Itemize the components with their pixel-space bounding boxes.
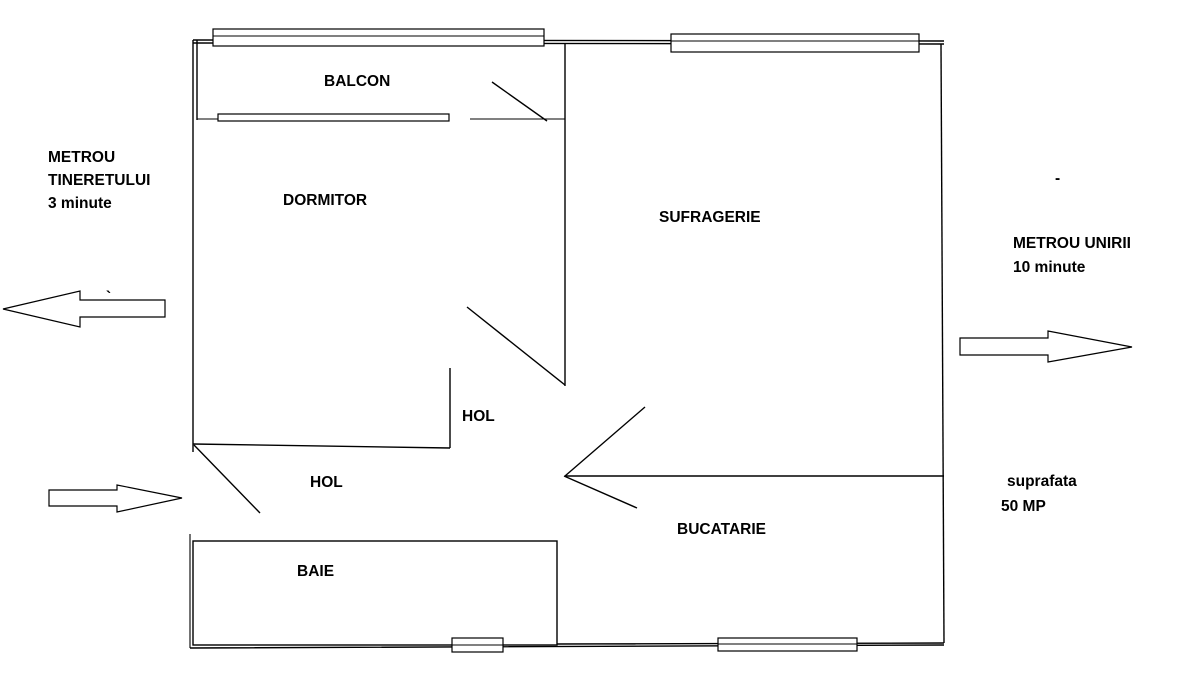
metro-right-note: METROU UNIRII 10 minute: [1013, 235, 1131, 276]
label-balcon: BALCON: [324, 73, 390, 90]
label-bucatarie: BUCATARIE: [677, 521, 766, 538]
arrows: [2, 290, 1133, 513]
baie-walls: [192, 540, 558, 646]
right-wall: [940, 43, 945, 644]
area-line2: 50 MP: [1001, 498, 1046, 515]
stray-backtick: `: [106, 289, 111, 306]
windows: [212, 28, 920, 653]
room-labels: BALCON DORMITOR SUFRAGERIE HOL HOL BUCAT…: [283, 73, 766, 580]
doors: [193, 81, 646, 514]
label-sufragerie: SUFRAGERIE: [659, 209, 761, 226]
area-line1: suprafata: [1007, 473, 1077, 490]
label-dormitor: DORMITOR: [283, 192, 367, 209]
walls: [189, 39, 945, 649]
window-sufragerie: [670, 33, 920, 53]
stray-marks: - `: [106, 170, 1060, 306]
stray-dash: -: [1055, 170, 1060, 187]
metro-right-line2: 10 minute: [1013, 259, 1086, 276]
arrow-left-metro: [2, 290, 166, 328]
door-balcon: [491, 81, 548, 122]
dormitor-bottom-wall: [192, 443, 451, 449]
metro-right-line1: METROU UNIRII: [1013, 235, 1131, 252]
metro-left-line3: 3 minute: [48, 195, 112, 212]
label-baie: BAIE: [297, 563, 334, 580]
window-balcon-top: [212, 28, 545, 47]
label-hol-upper: HOL: [462, 408, 495, 425]
door-sufragerie: [564, 406, 646, 477]
door-entrance: [193, 444, 261, 514]
arrow-entrance: [48, 484, 183, 513]
baie-room: [189, 534, 558, 648]
window-balcon-inner: [217, 113, 450, 122]
label-hol-lower: HOL: [310, 474, 343, 491]
left-wall: [192, 40, 198, 452]
metro-left-line2: TINERETULUI: [48, 172, 150, 189]
door-dormitor: [466, 306, 566, 386]
metro-left-line1: METROU: [48, 149, 115, 166]
metro-left-note: METROU TINERETULUI 3 minute: [48, 149, 150, 212]
arrow-right-metro: [959, 330, 1133, 363]
door-bucatarie: [563, 475, 638, 509]
area-note: suprafata 50 MP: [1001, 473, 1077, 515]
